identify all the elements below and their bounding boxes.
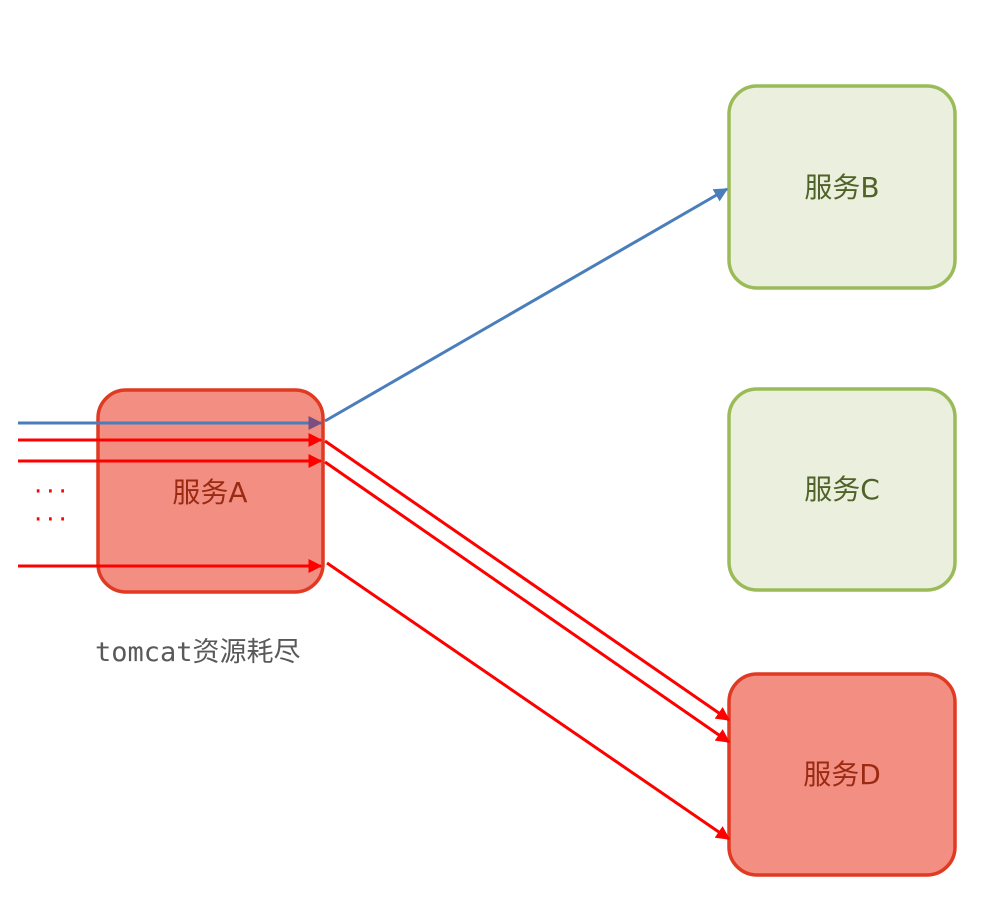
service-b-node: 服务B: [727, 84, 957, 290]
ellipsis-row-2: ···: [34, 505, 71, 535]
service-d-label: 服务D: [803, 758, 881, 791]
call-arrow-a-to-d-1: [324, 439, 731, 722]
service-c-label: 服务C: [804, 473, 880, 506]
service-c-box: [727, 387, 957, 592]
resource-exhausted-caption: tomcat资源耗尽: [95, 637, 301, 668]
service-d-node: 服务D: [727, 672, 957, 877]
service-a-node: 服务A: [96, 388, 325, 594]
ellipsis-row-1: ···: [34, 477, 71, 507]
service-c-node: 服务C: [727, 387, 957, 592]
service-a-label: 服务A: [172, 476, 247, 509]
service-d-box: [727, 672, 957, 877]
service-b-label: 服务B: [804, 171, 879, 204]
call-arrow-a-to-d-2: [324, 460, 731, 744]
service-b-box: [727, 84, 957, 290]
call-arrow-a-to-b: [324, 187, 729, 423]
call-arrow-a-to-d-3: [326, 561, 731, 841]
